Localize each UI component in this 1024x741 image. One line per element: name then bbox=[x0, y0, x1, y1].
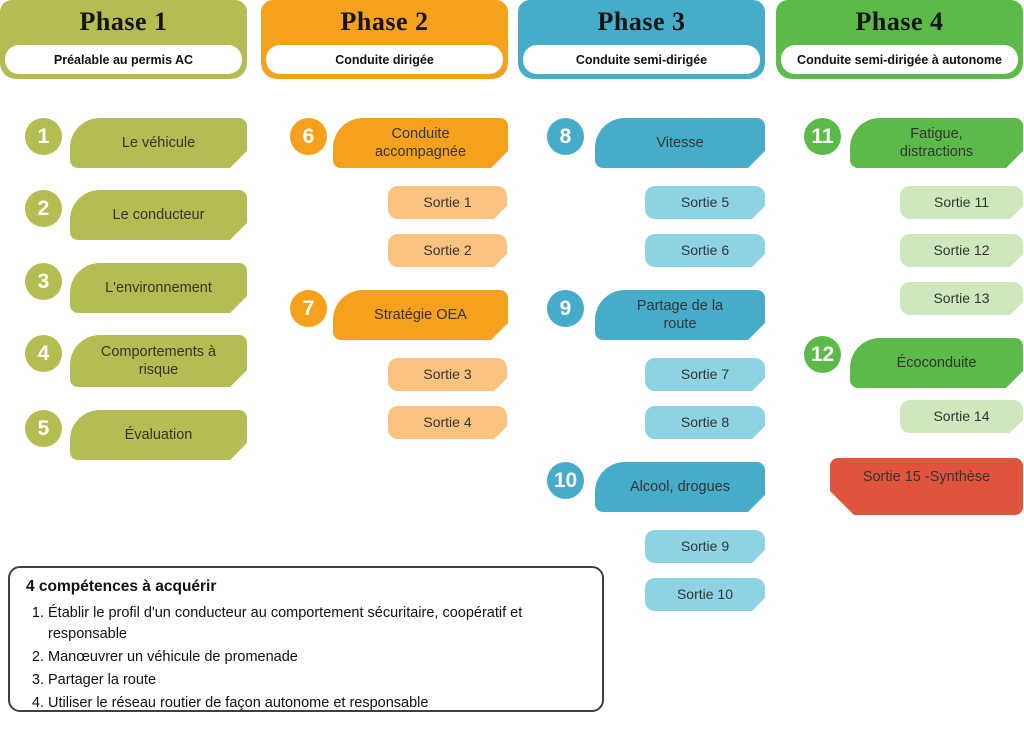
topic-partage-de-la-route: Partage de la route bbox=[595, 290, 765, 340]
topic-comportements-a-risque: Comportements à risque bbox=[70, 335, 247, 387]
step-number-5: 5 bbox=[25, 410, 62, 447]
topic-conduite-accompagnee: Conduite accompagnée bbox=[333, 118, 508, 168]
sortie-5: Sortie 5 bbox=[645, 186, 765, 219]
sortie-8: Sortie 8 bbox=[645, 406, 765, 439]
topic-vitesse: Vitesse bbox=[595, 118, 765, 168]
sortie-1: Sortie 1 bbox=[388, 186, 507, 219]
sortie-6: Sortie 6 bbox=[645, 234, 765, 267]
competences-box: 4 compétences à acquérir Établir le prof… bbox=[8, 566, 604, 712]
phase3-subtitle: Conduite semi-dirigée bbox=[523, 45, 760, 74]
topic-ecoconduite: Écoconduite bbox=[850, 338, 1023, 388]
phase3-title: Phase 3 bbox=[597, 7, 686, 36]
step-number-3: 3 bbox=[25, 263, 62, 300]
topic-strategie-oea: Stratégie OEA bbox=[333, 290, 508, 340]
step-number-10: 10 bbox=[547, 462, 584, 499]
step-number-12: 12 bbox=[804, 336, 841, 373]
topic-environnement: L'environnement bbox=[70, 263, 247, 313]
sortie-2: Sortie 2 bbox=[388, 234, 507, 267]
step-number-1: 1 bbox=[25, 118, 62, 155]
step-number-6: 6 bbox=[290, 118, 327, 155]
competence-item-3: Partager la route bbox=[48, 670, 586, 691]
sortie-7: Sortie 7 bbox=[645, 358, 765, 391]
sortie-14: Sortie 14 bbox=[900, 400, 1023, 433]
topic-evaluation: Évaluation bbox=[70, 410, 247, 460]
sortie-15-synthese: Sortie 15 -Synthèse bbox=[830, 458, 1023, 515]
topic-le-vehicule: Le véhicule bbox=[70, 118, 247, 168]
sortie-9: Sortie 9 bbox=[645, 530, 765, 563]
sortie-3: Sortie 3 bbox=[388, 358, 507, 391]
step-number-4: 4 bbox=[25, 335, 62, 372]
competences-title: 4 compétences à acquérir bbox=[26, 578, 217, 595]
competences-list: Établir le profil d'un conducteur au com… bbox=[26, 603, 586, 714]
topic-fatigue-distractions: Fatigue, distractions bbox=[850, 118, 1023, 168]
step-number-11: 11 bbox=[804, 118, 841, 155]
competence-item-2: Manœuvrer un véhicule de promenade bbox=[48, 647, 586, 668]
phase2-title: Phase 2 bbox=[340, 7, 429, 36]
step-number-7: 7 bbox=[290, 290, 327, 327]
phase1-title: Phase 1 bbox=[79, 7, 168, 36]
phase1-header: Phase 1 Préalable au permis AC bbox=[0, 0, 247, 79]
step-number-8: 8 bbox=[547, 118, 584, 155]
sortie-13: Sortie 13 bbox=[900, 282, 1023, 315]
sortie-11: Sortie 11 bbox=[900, 186, 1023, 219]
phase4-header: Phase 4 Conduite semi-dirigée à autonome bbox=[776, 0, 1023, 79]
step-number-2: 2 bbox=[25, 190, 62, 227]
phase1-subtitle: Préalable au permis AC bbox=[5, 45, 242, 74]
competence-item-4: Utiliser le réseau routier de façon auto… bbox=[48, 693, 586, 714]
phase4-subtitle: Conduite semi-dirigée à autonome bbox=[781, 45, 1018, 74]
phase2-subtitle: Conduite dirigée bbox=[266, 45, 503, 74]
phase2-header: Phase 2 Conduite dirigée bbox=[261, 0, 508, 79]
phase3-header: Phase 3 Conduite semi-dirigée bbox=[518, 0, 765, 79]
sortie-4: Sortie 4 bbox=[388, 406, 507, 439]
topic-le-conducteur: Le conducteur bbox=[70, 190, 247, 240]
step-number-9: 9 bbox=[547, 290, 584, 327]
sortie-10: Sortie 10 bbox=[645, 578, 765, 611]
phase4-title: Phase 4 bbox=[855, 7, 944, 36]
topic-alcool-drogues: Alcool, drogues bbox=[595, 462, 765, 512]
sortie-12: Sortie 12 bbox=[900, 234, 1023, 267]
competence-item-1: Établir le profil d'un conducteur au com… bbox=[48, 603, 586, 645]
